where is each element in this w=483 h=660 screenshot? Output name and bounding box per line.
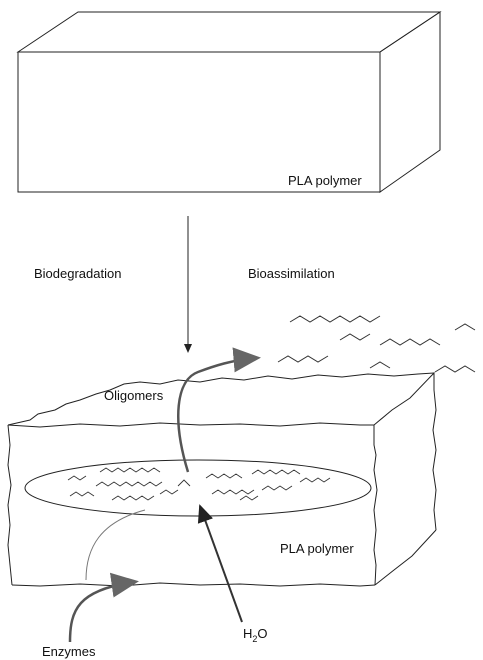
fragment bbox=[251, 469, 301, 475]
top-block-top bbox=[16, 11, 442, 53]
biodegradation-label: Biodegradation bbox=[34, 266, 121, 281]
bioassimilation-label: Bioassimilation bbox=[248, 266, 335, 281]
bottom-block-bottom-edge bbox=[11, 582, 376, 587]
oligomer-chain bbox=[369, 361, 391, 369]
fragment bbox=[69, 491, 95, 497]
fragment bbox=[261, 485, 293, 491]
released-oligomers bbox=[277, 315, 476, 373]
bottom-block-label: PLA polymer bbox=[280, 541, 354, 556]
oligomers-release-arrow bbox=[177, 347, 261, 473]
top-block-side bbox=[379, 11, 441, 193]
top-pla-block bbox=[16, 11, 442, 193]
fragment bbox=[67, 475, 87, 481]
bottom-block-bottom-right bbox=[374, 529, 437, 586]
water-label: H2O bbox=[243, 626, 268, 644]
top-block-front bbox=[17, 51, 381, 193]
fragment bbox=[177, 479, 191, 487]
oligomer-chain bbox=[277, 355, 329, 363]
oligomer-chain bbox=[289, 315, 381, 323]
enzymes-arrow bbox=[68, 572, 139, 643]
fragment bbox=[95, 481, 163, 487]
oligomer-chain bbox=[339, 333, 371, 341]
fragment bbox=[159, 489, 179, 495]
enzymes-label: Enzymes bbox=[42, 644, 96, 659]
fragment bbox=[299, 477, 331, 483]
bottom-block-left-front bbox=[7, 424, 13, 586]
bottom-block-top-edge bbox=[7, 372, 435, 426]
bottom-pla-block bbox=[7, 371, 437, 587]
fragment bbox=[99, 467, 161, 473]
fragment bbox=[211, 489, 255, 495]
water-arrow bbox=[197, 504, 243, 623]
bottom-block-back-edge bbox=[7, 422, 374, 428]
oligomer-chain bbox=[434, 365, 476, 373]
oligomer-chain bbox=[379, 338, 441, 346]
bottom-block-right-front bbox=[373, 425, 378, 586]
oligomers-label: Oligomers bbox=[104, 388, 164, 403]
water-h: H bbox=[243, 626, 252, 641]
enzymes-flow-line bbox=[85, 509, 146, 581]
water-o: O bbox=[257, 626, 267, 641]
fragment bbox=[111, 495, 155, 501]
top-block-label: PLA polymer bbox=[288, 173, 362, 188]
fragment bbox=[239, 495, 259, 501]
water-subscript: 2 bbox=[252, 634, 257, 644]
degradation-zone-ellipse bbox=[24, 459, 372, 517]
oligomer-fragments bbox=[67, 467, 331, 501]
fragment bbox=[205, 473, 243, 479]
bottom-block-side bbox=[373, 371, 437, 531]
oligomer-chain bbox=[454, 323, 476, 331]
